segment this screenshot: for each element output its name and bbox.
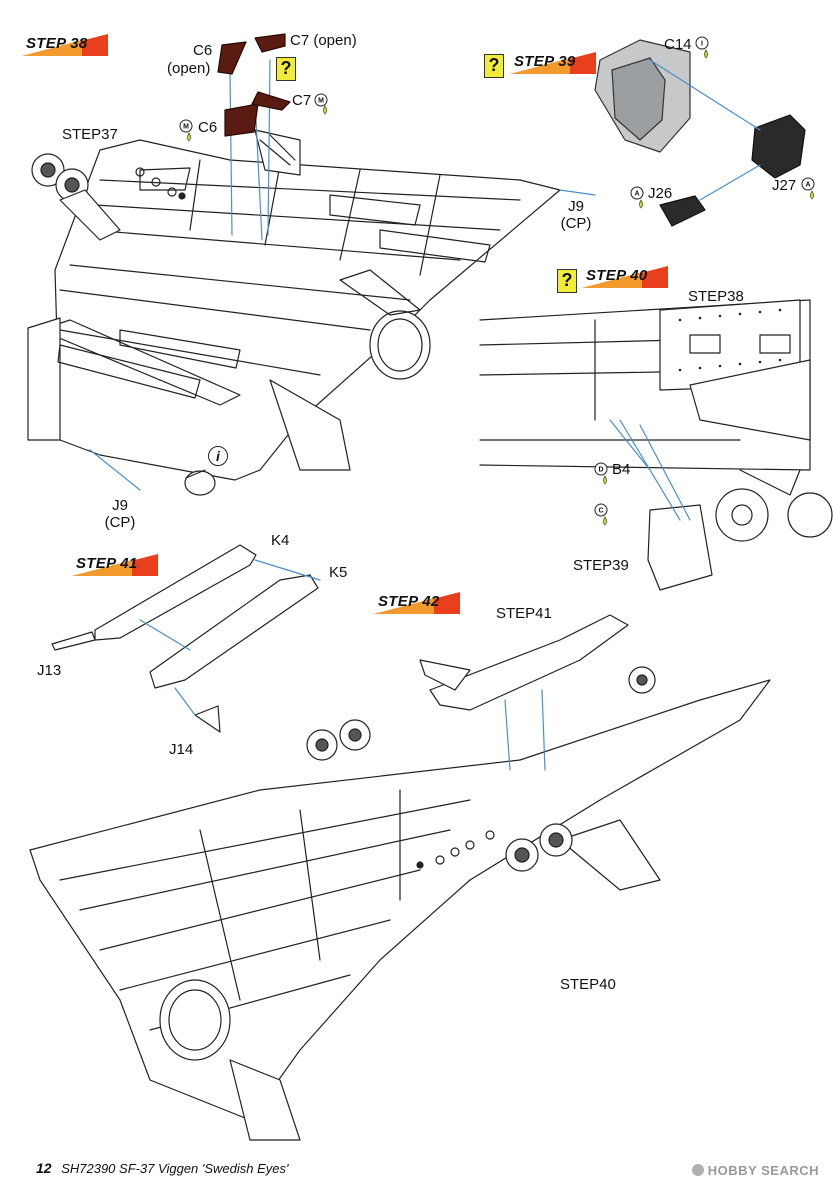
label-c6: C6 [198,119,218,136]
watermark-text: HOBBY SEARCH [707,1163,819,1178]
label-c6-open: C6 [193,42,213,59]
label-j9-right: J9 (CP) [560,198,592,232]
label-step37-ref: STEP37 [62,126,118,143]
step40-side-view [479,299,833,591]
question-icon: ? [276,57,296,81]
label-k4: K4 [271,532,290,549]
label-step38-ref: STEP38 [688,288,744,305]
step38-canopy-parts [217,33,291,137]
step38-aircraft-underside [27,59,596,491]
label-step39-ref: STEP39 [573,557,629,574]
step38-dome-part [184,469,216,496]
label-b4: B4 [612,461,631,478]
step42-title: STEP 42 [378,593,440,610]
watermark-logo-icon [691,1164,704,1176]
step38-title: STEP 38 [26,35,88,52]
label-c7-open: C7 (open) [290,32,357,49]
step39-parts [594,39,806,227]
watermark: HOBBY SEARCH [691,1163,819,1178]
label-step40-ref: STEP40 [560,976,616,993]
label-step41-ref: STEP41 [496,605,552,622]
question-icon: ? [484,54,504,78]
step41-badge: STEP 41 [72,554,158,576]
footer-caption: SH72390 SF-37 Viggen 'Swedish Eyes' [61,1161,289,1176]
step42-badge: STEP 42 [374,592,460,614]
step40-badge: STEP 40 [582,266,668,288]
step41-title: STEP 41 [76,555,138,572]
label-c6-open-sub: (open) [167,60,211,77]
step40-title: STEP 40 [586,267,648,284]
step39-title: STEP 39 [514,53,576,70]
label-c14: C14 [664,36,692,53]
label-j13: J13 [37,662,62,679]
question-icon: ? [557,269,577,293]
step41-droptank-parts [51,544,321,733]
info-icon: i [208,446,228,466]
page-number: 12 [36,1160,52,1176]
label-c7: C7 [292,92,312,109]
step38-badge: STEP 38 [22,34,108,56]
label-j14: J14 [169,741,194,758]
step42-aircraft [29,614,771,1141]
label-j26: J26 [648,185,673,202]
label-k5: K5 [329,564,348,581]
label-j27: J27 [772,177,797,194]
step39-badge: STEP 39 [510,52,596,74]
label-j9-left: J9 (CP) [104,497,136,531]
page-footer: 12 SH72390 SF-37 Viggen 'Swedish Eyes' [36,1160,289,1176]
